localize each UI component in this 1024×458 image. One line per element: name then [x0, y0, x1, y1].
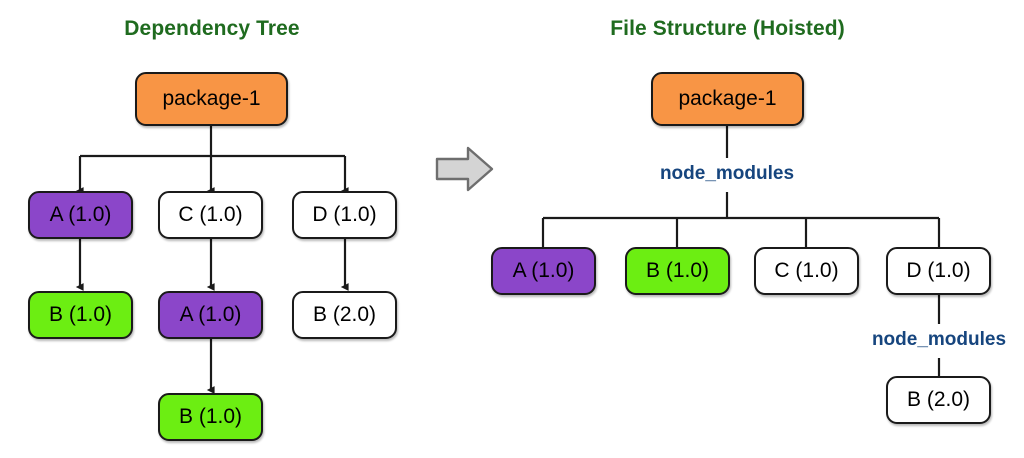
node-c-1-0-level1[interactable]: C (1.0): [158, 191, 263, 239]
node-c-1-0-hoisted[interactable]: C (1.0): [754, 247, 859, 295]
node-b-1-0-under-a[interactable]: B (1.0): [28, 291, 133, 339]
node-a-1-0-under-c[interactable]: A (1.0): [158, 291, 263, 339]
node-package-1-dependency-tree[interactable]: package-1: [135, 72, 288, 126]
node-b-2-0-nested-under-d[interactable]: B (2.0): [886, 376, 991, 424]
node-d-1-0-level1[interactable]: D (1.0): [292, 191, 397, 239]
dir-label-node-modules-root[interactable]: node_modules: [659, 163, 795, 184]
node-d-1-0-hoisted[interactable]: D (1.0): [886, 247, 991, 295]
node-b-1-0-hoisted[interactable]: B (1.0): [625, 247, 730, 295]
node-package-1-file-structure[interactable]: package-1: [651, 72, 804, 126]
node-b-1-0-under-nested-a[interactable]: B (1.0): [158, 393, 263, 441]
dir-label-node-modules-nested-d[interactable]: node_modules: [871, 329, 1007, 350]
node-a-1-0-level1[interactable]: A (1.0): [28, 191, 133, 239]
node-a-1-0-hoisted[interactable]: A (1.0): [491, 247, 596, 295]
right-arrow-icon: [435, 146, 494, 192]
right-panel-title: File Structure (Hoisted): [610, 17, 845, 40]
left-panel-title: Dependency Tree: [124, 17, 300, 40]
node-b-2-0-under-d[interactable]: B (2.0): [292, 291, 397, 339]
